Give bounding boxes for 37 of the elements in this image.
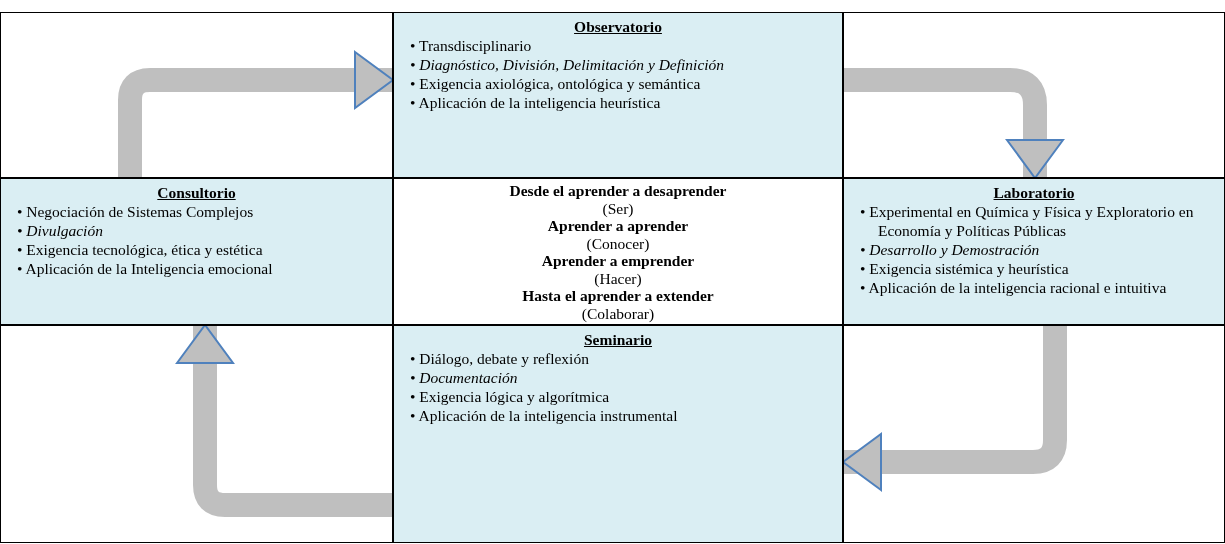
subtitle: (Conocer): [585, 234, 651, 252]
subtitle: (Hacer): [593, 269, 643, 287]
heading: Observatorio: [573, 17, 663, 36]
bullet-text: • Transdisciplinario: [410, 36, 533, 55]
bent-arrow: [176, 324, 393, 517]
bullet-text: • Exigencia lógica y algorítmica: [410, 387, 611, 406]
bullet-text: • Exigencia tecnológica, ética y estética: [17, 240, 264, 259]
subtitle: (Colaborar): [580, 304, 656, 322]
bent-arrow: [118, 51, 394, 178]
heading: Consultorio: [156, 183, 237, 202]
heading: Aprender a aprender: [546, 217, 690, 235]
bullet-text: • Divulgación: [17, 221, 104, 240]
category-panel: [393, 12, 843, 178]
heading: Laboratorio: [992, 183, 1076, 202]
bullet-text: • Aplicación de la inteligencia heurística: [410, 93, 662, 112]
category-panel: [0, 178, 393, 325]
heading: Aprender a emprender: [540, 252, 696, 270]
bullet-text: • Desarrollo y Demostración: [860, 240, 1041, 259]
bullet-text: • Diagnóstico, División, Delimitación y Definición: [410, 55, 726, 74]
text-panel: [393, 178, 843, 325]
subtitle: (Ser): [601, 199, 635, 217]
category-panel: [843, 178, 1225, 325]
bullet-text: • Exigencia axiológica, ontológica y semántica: [410, 74, 702, 93]
bullet-text: • Exigencia sistémica y heurística: [860, 259, 1070, 278]
bullet-text: • Experimental en Química y Física y Exploratorio en Economía y Políticas Públicas: [860, 202, 1195, 240]
bullet-text: • Documentación: [410, 368, 519, 387]
heading: Desde el aprender a desaprender: [508, 182, 728, 200]
heading: Hasta el aprender a extender: [521, 287, 715, 305]
bullet-text: • Negociación de Sistemas Complejos: [17, 202, 255, 221]
bent-arrow: [843, 68, 1064, 179]
bent-arrow: [842, 325, 1067, 491]
bullet-text: • Diálogo, debate y reflexión: [410, 349, 590, 368]
bullet-text: • Aplicación de la Inteligencia emocional: [17, 259, 274, 278]
bullet-text: • Aplicación de la inteligencia racional e intuitiva: [860, 278, 1168, 297]
heading: Seminario: [583, 330, 653, 349]
category-panel: [393, 325, 843, 543]
bullet-text: • Aplicación de la inteligencia instrumental: [410, 406, 679, 425]
